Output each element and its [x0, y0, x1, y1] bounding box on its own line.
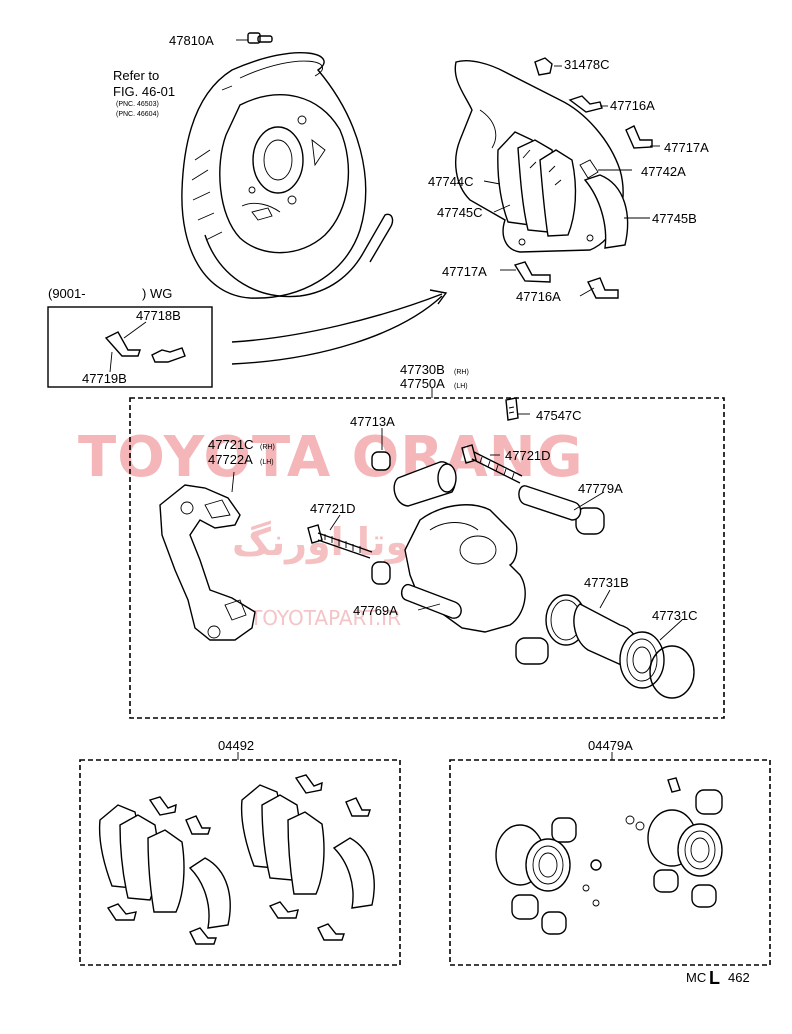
label-wg-range: (9001- [48, 286, 86, 301]
label-47730B-sub: (RH) [454, 369, 469, 376]
label-47717A-low: 47717A [442, 264, 487, 279]
label-47731C: 47731C [652, 608, 698, 623]
part-labels: 47810A Refer to FIG. 46-01 (PNC. 46503) … [48, 33, 750, 988]
reference-arrow [231, 289, 448, 365]
label-47742A: 47742A [641, 164, 686, 179]
label-47750A: 47750A [400, 376, 445, 391]
label-code-prefix: MC [686, 970, 706, 985]
leader-lines [221, 39, 683, 641]
label-code-mark: L [709, 968, 720, 988]
watermark-site: TOYOTAPART.IR [249, 606, 401, 630]
label-31478C: 31478C [564, 57, 610, 72]
label-47731B: 47731B [584, 575, 629, 590]
label-code-number: 462 [728, 970, 750, 985]
label-47719B: 47719B [82, 371, 127, 386]
label-47744C: 47744C [428, 174, 474, 189]
label-47717A-top: 47717A [664, 140, 709, 155]
label-47716A-top: 47716A [610, 98, 655, 113]
label-47721C-sub: (RH) [260, 444, 275, 451]
label-47750A-sub: (LH) [454, 383, 468, 390]
pin-drawings [307, 444, 582, 619]
label-47721D-left: 47721D [310, 501, 356, 516]
label-47722A: 47722A [208, 452, 253, 467]
pad-assembly-drawing [454, 57, 653, 299]
caliper-bracket-drawing [159, 484, 256, 641]
watermark-main: TOYOTA ORANG [78, 425, 584, 490]
label-47722A-sub: (LH) [260, 459, 274, 466]
label-47718B: 47718B [136, 308, 181, 323]
label-47779A: 47779A [578, 481, 623, 496]
seal-kit-box [449, 752, 771, 966]
label-47745B: 47745B [652, 211, 697, 226]
label-47547C: 47547C [536, 408, 582, 423]
label-47721D-right: 47721D [505, 448, 551, 463]
label-refer-fig: FIG. 46-01 [113, 84, 175, 99]
label-47716A-low: 47716A [516, 289, 561, 304]
label-47810A: 47810A [169, 33, 214, 48]
label-47713A: 47713A [350, 414, 395, 429]
label-47730B: 47730B [400, 362, 445, 377]
label-wg-suffix: ) WG [142, 286, 172, 301]
wg-inset-box [47, 306, 213, 388]
caliper-group-box [129, 388, 725, 719]
label-refer-pnc1: (PNC. 46503) [116, 101, 159, 108]
piston-seal-drawing [545, 594, 695, 699]
label-47769A: 47769A [353, 603, 398, 618]
pad-kit-box [79, 752, 401, 966]
label-kit-04479A: 04479A [588, 738, 633, 753]
label-47745C: 47745C [437, 205, 483, 220]
label-refer-to: Refer to [113, 68, 159, 83]
bushing-drawings [371, 451, 605, 665]
label-refer-pnc2: (PNC. 46604) [116, 111, 159, 118]
label-47721C: 47721C [208, 437, 254, 452]
label-kit-04492: 04492 [218, 738, 254, 753]
backing-plate-drawing [181, 32, 394, 299]
